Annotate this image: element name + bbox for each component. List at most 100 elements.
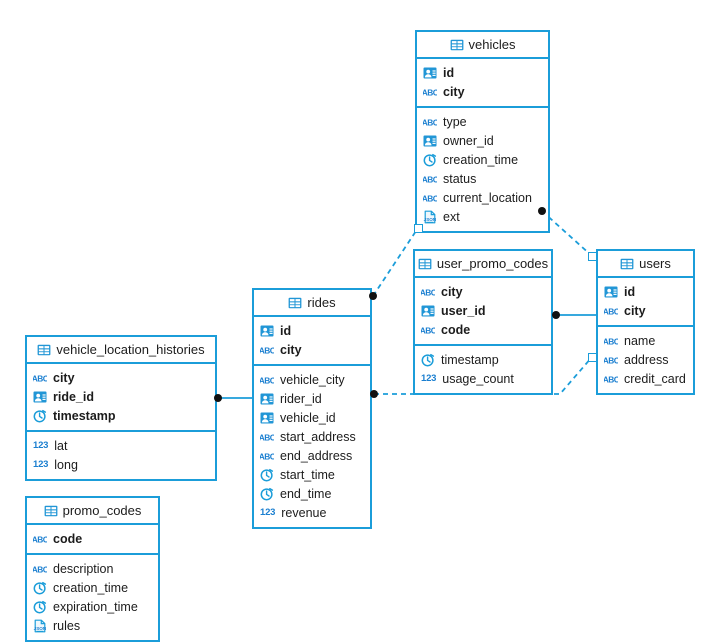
svg-text:ABC: ABC [604,306,618,316]
primary-key-field[interactable]: user_id [415,301,551,320]
column-field[interactable]: end_time [254,484,370,503]
abc-icon: ABC [604,372,618,386]
clock-icon [33,409,47,423]
svg-text:ABC: ABC [260,345,274,355]
column-field[interactable]: timestamp [415,350,551,369]
column-field[interactable]: JSON rules [27,616,158,635]
svg-text:ABC: ABC [604,355,618,365]
relationship-endpoint-square [587,251,597,261]
field-label: id [280,323,292,338]
primary-key-field[interactable]: ABC city [598,301,693,320]
id-card-icon [604,285,618,299]
abc-icon: ABC [260,343,274,357]
field-label: lat [54,438,68,453]
abc-icon: ABC [260,449,274,463]
field-label: city [280,342,302,357]
svg-text:ABC: ABC [423,87,437,97]
primary-key-field[interactable]: ride_id [27,387,215,406]
field-label: rules [53,618,81,633]
field-label: city [624,303,646,318]
entity-header-promo_codes[interactable]: promo_codes [27,498,158,525]
field-label: description [53,561,114,576]
field-label: start_address [280,429,356,444]
primary-key-field[interactable]: id [417,63,548,82]
primary-key-field[interactable]: ABC city [254,340,370,359]
abc-icon: ABC [33,371,47,385]
id-card-icon [423,66,437,80]
column-field[interactable]: start_time [254,465,370,484]
field-label: code [53,531,83,546]
field-label: timestamp [441,352,499,367]
clock-icon [423,153,437,167]
entity-header-users[interactable]: users [598,251,693,278]
column-field[interactable]: ABC credit_card [598,369,693,388]
abc-icon: ABC [604,353,618,367]
abc-icon: ABC [421,323,435,337]
column-field[interactable]: owner_id [417,131,548,150]
abc-icon: ABC [423,172,437,186]
relationship-endpoint-dot [552,311,560,319]
svg-text:ABC: ABC [260,432,274,442]
column-field[interactable]: vehicle_id [254,408,370,427]
123-icon: 123 [33,459,49,470]
primary-key-field[interactable]: ABC code [27,529,158,548]
column-field[interactable]: expiration_time [27,597,158,616]
field-label: usage_count [442,371,514,386]
abc-icon: ABC [260,430,274,444]
entity-header-vehicle_location_histories[interactable]: vehicle_location_histories [27,337,215,364]
primary-keys-vehicle_location_histories: ABC city ride_id timestamp [27,364,215,432]
id-card-icon [260,324,274,338]
svg-text:ABC: ABC [423,117,437,127]
column-field[interactable]: creation_time [417,150,548,169]
field-label: city [53,370,75,385]
entity-header-vehicles[interactable]: vehicles [417,32,548,59]
field-label: code [441,322,471,337]
primary-key-field[interactable]: ABC code [415,320,551,339]
entity-header-user_promo_codes[interactable]: user_promo_codes [415,251,551,278]
field-label: expiration_time [53,599,138,614]
primary-key-field[interactable]: ABC city [27,368,215,387]
field-label: id [443,65,455,80]
relationship-endpoint-dot [369,292,377,300]
primary-key-field[interactable]: id [254,321,370,340]
abc-icon: ABC [33,532,47,546]
json-icon: JSON [33,619,47,633]
field-label: credit_card [624,371,686,386]
field-label: ext [443,209,460,224]
field-label: timestamp [53,408,116,423]
field-label: owner_id [443,133,494,148]
column-field[interactable]: rider_id [254,389,370,408]
primary-key-field[interactable]: timestamp [27,406,215,425]
primary-key-field[interactable]: id [598,282,693,301]
abc-icon: ABC [423,85,437,99]
column-field[interactable]: creation_time [27,578,158,597]
column-field[interactable]: ABC start_address [254,427,370,446]
entity-header-rides[interactable]: rides [254,290,370,317]
